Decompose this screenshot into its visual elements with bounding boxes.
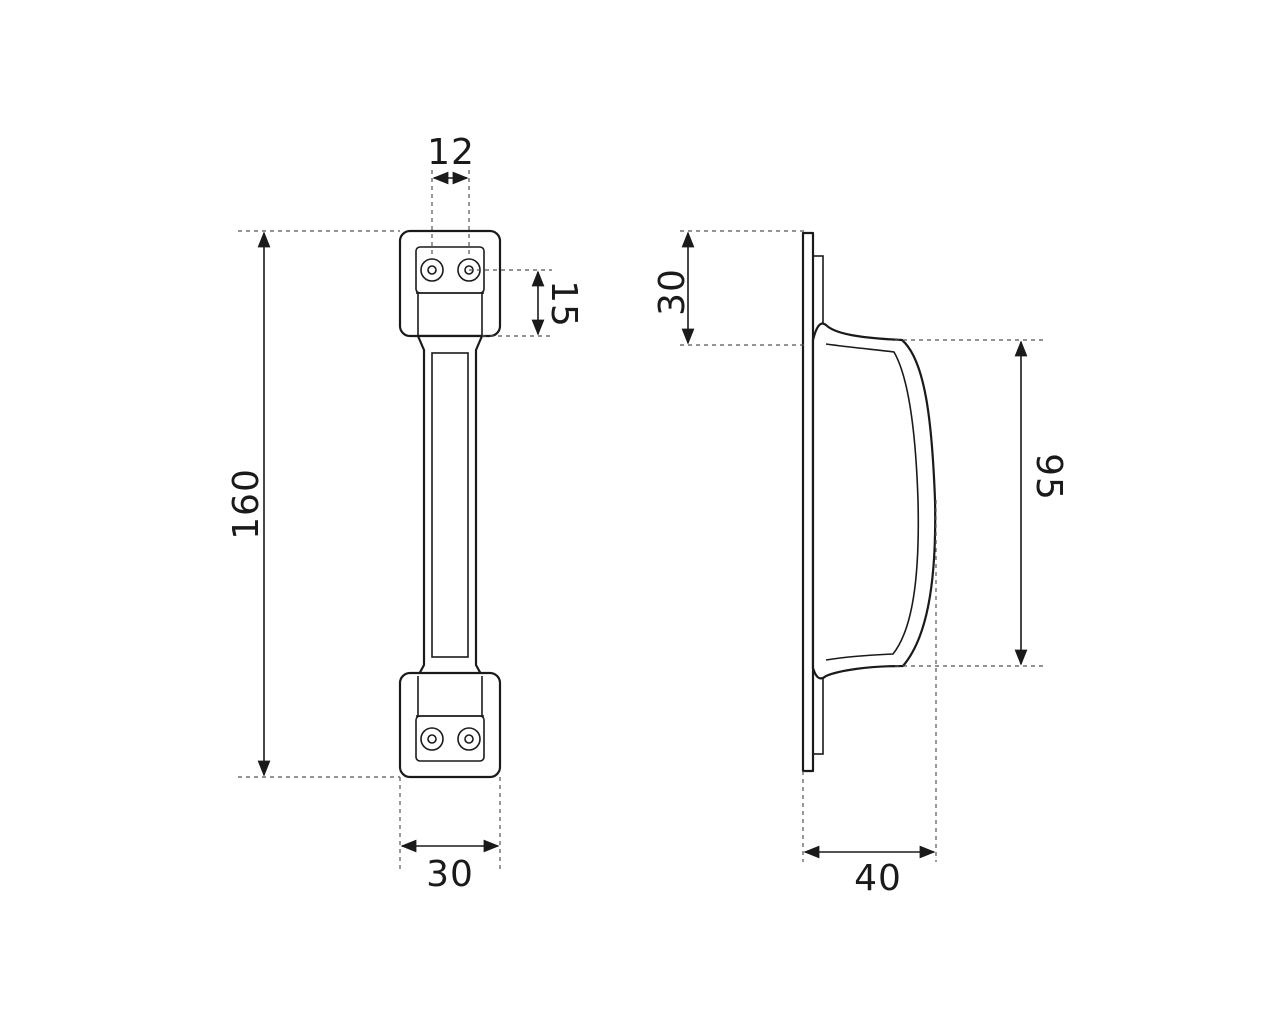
width-label: 30: [426, 854, 474, 895]
plate-length-label: 30: [652, 268, 693, 316]
hole-offset-label: 15: [543, 280, 584, 328]
screw-hole-icon: [457, 727, 481, 751]
front-view: 160 30 12 15: [226, 132, 584, 895]
height-label: 160: [226, 468, 267, 540]
depth-label: 40: [854, 858, 902, 899]
hole-spacing-label: 12: [427, 132, 475, 173]
side-grip-profile: [811, 322, 937, 680]
screw-hole-center-icon: [427, 265, 437, 275]
grip-length-label: 95: [1028, 453, 1069, 501]
screw-hole-center-icon: [427, 734, 437, 744]
screw-hole-center-icon: [464, 734, 474, 744]
side-base-plate-step-bottom: [812, 671, 824, 755]
bottom-mounting-plate: [398, 671, 502, 779]
side-view: 30 95 40: [652, 230, 1069, 899]
grip-recess: [431, 352, 469, 658]
screw-hole-icon: [420, 727, 444, 751]
grip-shaft: [416, 334, 484, 678]
side-base-plate: [801, 231, 815, 773]
side-grip-inner-edge: [825, 343, 920, 661]
